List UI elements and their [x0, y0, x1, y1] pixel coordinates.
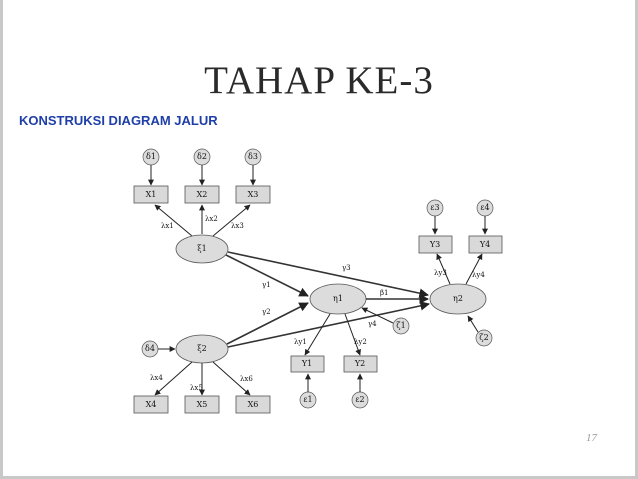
- arrow-xi1-x3: [212, 204, 251, 237]
- error-delta-4: δ4: [141, 340, 159, 358]
- indicator-x1-label: X1: [146, 190, 157, 199]
- indicator-x2: X2: [184, 185, 220, 204]
- gamma-4-label: γ4: [368, 320, 377, 328]
- loading-lambda-y3: λy3: [434, 269, 447, 277]
- loading-lambda-y1: λy1: [294, 338, 307, 346]
- error-delta-2-label: δ2: [197, 152, 207, 161]
- error-zeta-2-label: ζ2: [479, 333, 488, 342]
- path-gamma1: [225, 254, 309, 297]
- indicator-y4-label: Y4: [479, 240, 490, 249]
- arrow-xi2-x6: [212, 361, 251, 396]
- gamma-3-label: γ3: [342, 264, 351, 272]
- indicator-x5: X5: [184, 395, 220, 414]
- error-epsilon-4: ε4: [476, 199, 494, 217]
- page-number: 17: [586, 432, 597, 444]
- error-delta-2: δ2: [193, 148, 211, 166]
- loading-lambda-y2: λy2: [354, 338, 367, 346]
- loading-lambda-x1: λx1: [161, 222, 174, 230]
- error-delta-3: δ3: [244, 148, 262, 166]
- indicator-y3-label: Y3: [429, 240, 440, 249]
- latent-xi1-label: ξ1: [197, 244, 207, 253]
- slide-title: TAHAP KE-3: [204, 59, 434, 102]
- path-gamma2: [226, 302, 309, 345]
- error-zeta-1: ζ1: [392, 317, 410, 335]
- error-epsilon-1-label: ε1: [303, 395, 312, 404]
- indicator-y2: Y2: [343, 355, 378, 373]
- error-epsilon-3: ε3: [426, 199, 444, 217]
- latent-xi2-label: ξ2: [197, 344, 207, 353]
- error-delta-1-label: δ1: [146, 152, 156, 161]
- loading-lambda-y4: λy4: [472, 271, 485, 279]
- indicator-x4-label: X4: [146, 400, 157, 409]
- arrow-eta2-y3: [436, 253, 451, 285]
- loading-lambda-x2: λx2: [205, 215, 218, 223]
- loading-lambda-x5: λx5: [190, 384, 203, 392]
- error-epsilon-1: ε1: [299, 391, 317, 409]
- gamma-2-label: γ2: [262, 308, 271, 316]
- arrow-eta2-y4: [465, 253, 483, 285]
- loading-lambda-x3: λx3: [231, 222, 244, 230]
- arrow-xi2-x4: [154, 361, 193, 396]
- error-delta-3-label: δ3: [248, 152, 258, 161]
- error-epsilon-3-label: ε3: [430, 203, 439, 212]
- gamma-1-label: γ1: [262, 281, 271, 289]
- latent-eta2-label: η2: [453, 294, 463, 303]
- path-gamma3: [227, 251, 429, 298]
- indicator-y4: Y4: [468, 235, 503, 254]
- loading-lambda-x6: λx6: [240, 375, 253, 383]
- indicator-x4: X4: [133, 395, 169, 414]
- indicator-x2-label: X2: [197, 190, 208, 199]
- indicator-y2-label: Y2: [354, 359, 365, 368]
- arrow-zeta1-eta1: [361, 307, 394, 324]
- indicator-x5-label: X5: [197, 400, 208, 409]
- indicator-x6-label: X6: [248, 400, 259, 409]
- beta-1-label: β1: [380, 289, 389, 297]
- indicator-y3: Y3: [418, 235, 453, 254]
- arrow-eta1-y2: [344, 313, 361, 356]
- indicator-y1-label: Y1: [301, 359, 312, 368]
- indicator-y1: Y1: [290, 355, 325, 373]
- slide-subtitle: KONSTRUKSI DIAGRAM JALUR: [19, 113, 218, 128]
- indicator-x6: X6: [235, 395, 271, 414]
- indicator-x3: X3: [235, 185, 271, 204]
- latent-xi1: ξ1: [175, 234, 229, 264]
- error-delta-4-label: δ4: [145, 344, 155, 353]
- error-epsilon-2: ε2: [351, 391, 369, 409]
- arrow-zeta2-eta2: [467, 315, 479, 333]
- error-epsilon-2-label: ε2: [355, 395, 364, 404]
- latent-xi2: ξ2: [175, 334, 229, 364]
- latent-eta2: η2: [429, 283, 487, 315]
- arrow-eta1-y1: [304, 313, 331, 356]
- loading-lambda-x4: λx4: [150, 374, 163, 382]
- error-epsilon-4-label: ε4: [480, 203, 489, 212]
- latent-eta1: η1: [309, 283, 367, 315]
- path-gamma4: [227, 301, 430, 348]
- error-zeta-2: ζ2: [475, 329, 493, 347]
- error-zeta-1-label: ζ1: [396, 321, 405, 330]
- indicator-x3-label: X3: [248, 190, 259, 199]
- latent-eta1-label: η1: [333, 294, 343, 303]
- error-delta-1: δ1: [142, 148, 160, 166]
- indicator-x1: X1: [133, 185, 169, 204]
- arrow-xi1-x1: [154, 204, 193, 237]
